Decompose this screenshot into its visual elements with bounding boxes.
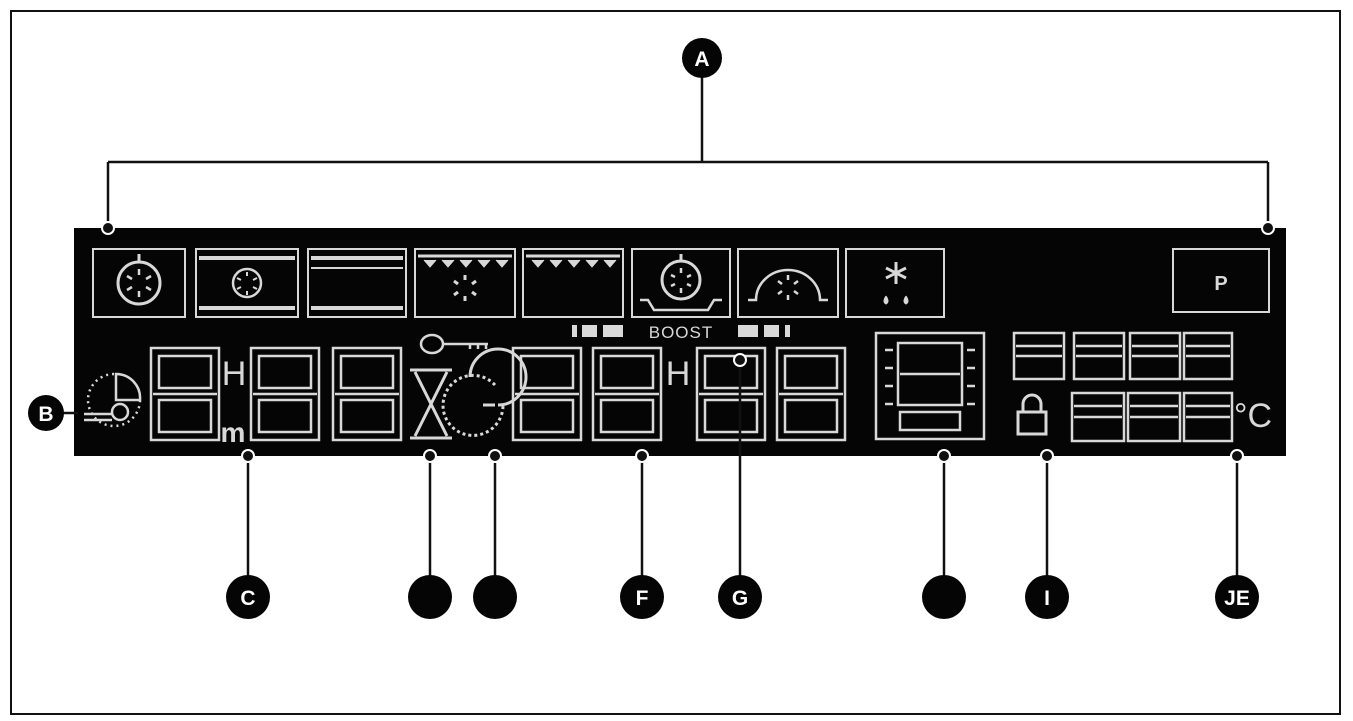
callout-a-label: A (694, 48, 709, 71)
temperature-unit: °C (1234, 397, 1272, 435)
digit-6 (695, 346, 767, 442)
oven-shelf-icon (874, 331, 986, 441)
callout-a (682, 38, 722, 78)
boost-indicator (572, 325, 790, 337)
diagram-frame (10, 10, 1341, 715)
clock-icon (84, 372, 142, 428)
boost-label: BOOST (649, 323, 714, 342)
dome-fan-icon (737, 248, 839, 318)
fan-heating-icon (92, 248, 186, 318)
grill-fan-icon (414, 248, 516, 318)
callout-f-label: F (636, 587, 649, 610)
digit-7 (775, 346, 847, 442)
top-bottom-fan-icon (195, 248, 299, 318)
bottom-callout-lines (246, 360, 1239, 578)
digit-5 (591, 346, 663, 442)
callout-d (408, 575, 452, 619)
digit-4 (511, 346, 583, 442)
top-bottom-heat-icon (307, 248, 407, 318)
callout-g (718, 575, 762, 619)
left-time-digits (149, 346, 403, 442)
callout-j-label: JE (1224, 587, 1250, 610)
end-time-icon (441, 347, 528, 437)
callout-g-label: G (732, 587, 748, 610)
callout-i (1025, 575, 1069, 619)
callout-i-label: I (1044, 587, 1050, 610)
key-icon (419, 333, 488, 355)
program-key-label: P (1214, 273, 1227, 295)
bottom-fan-icon (631, 248, 731, 318)
callout-j (1215, 575, 1259, 619)
bottom-callout-dots (241, 353, 1244, 463)
callout-a-dot-left (101, 221, 115, 235)
grill-icon (522, 248, 624, 318)
program-key-box (1172, 248, 1270, 313)
callout-f (620, 575, 664, 619)
callout-a-bracket (106, 72, 1270, 228)
callout-b (28, 395, 64, 431)
lock-icon (1016, 393, 1048, 436)
hours-label-left: H (222, 355, 247, 393)
callout-c (226, 575, 270, 619)
hours-label-right: H (666, 355, 691, 393)
callout-a-dot-right (1261, 221, 1275, 235)
temperature-digits (1070, 391, 1234, 443)
middle-time-digits (511, 346, 847, 442)
callout-h (922, 575, 966, 619)
defrost-icon (845, 248, 945, 318)
callout-e (473, 575, 517, 619)
callout-b-label: B (38, 403, 53, 426)
digit-3 (331, 346, 403, 442)
hourglass-icon (410, 368, 452, 440)
minutes-label: m (221, 417, 246, 448)
digit-2 (249, 346, 321, 442)
upper-right-digits (1012, 331, 1234, 381)
function-icon-row (92, 248, 1270, 318)
digit-1 (149, 346, 221, 442)
callout-c-label: C (240, 587, 255, 610)
